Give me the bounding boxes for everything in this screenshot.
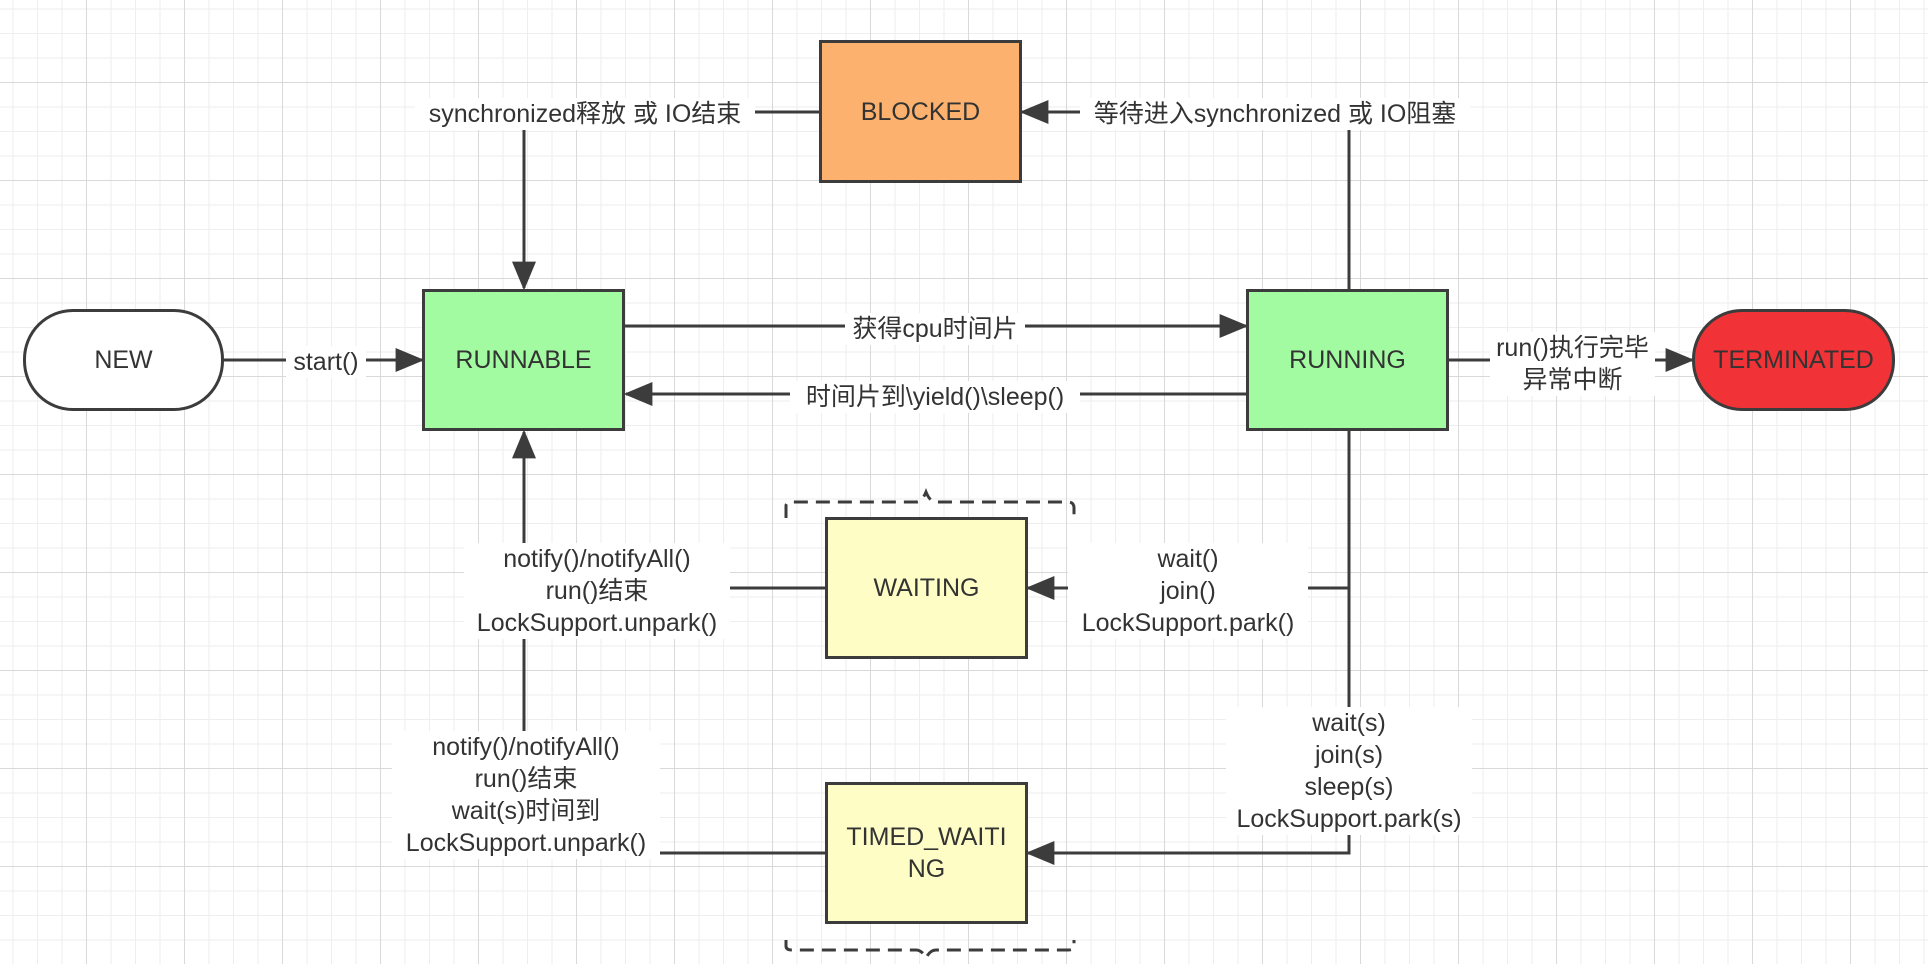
- edge-label-blocked-to-runnable: synchronized释放 或 IO结束: [415, 98, 755, 130]
- state-new: NEW: [23, 309, 224, 411]
- state-terminated: TERMINATED: [1692, 309, 1895, 411]
- state-blocked: BLOCKED: [819, 40, 1022, 183]
- waiting-group-brace: [784, 487, 1076, 518]
- timed-waiting-group-brace: [784, 940, 1076, 962]
- edge-blocked-to-runnable: [512, 110, 819, 291]
- edge-label-timed-waiting-to-runnable: notify()/notifyAll() run()结束 wait(s)时间到 …: [392, 731, 660, 859]
- edge-label-waiting-to-runnable: notify()/notifyAll() run()结束 LockSupport…: [464, 543, 730, 639]
- edge-running-to-timed-waiting: [1025, 588, 1351, 865]
- state-timed-waiting: TIMED_WAITING: [825, 782, 1028, 924]
- edge-label-start: start(): [286, 346, 366, 378]
- edge-label-running-to-waiting: wait() join() LockSupport.park(): [1068, 543, 1308, 639]
- state-running: RUNNING: [1246, 289, 1449, 431]
- edge-running-to-blocked: [1019, 100, 1351, 290]
- edge-label-running-to-runnable: 时间片到\yield()\sleep(): [790, 381, 1080, 413]
- edge-label-runnable-to-running: 获得cpu时间片: [845, 313, 1025, 345]
- edge-label-running-to-blocked: 等待进入synchronized 或 IO阻塞: [1080, 98, 1470, 130]
- edge-label-running-to-terminated: run()执行完毕 异常中断: [1490, 332, 1655, 396]
- edge-label-running-to-timed-waiting: wait(s) join(s) sleep(s) LockSupport.par…: [1226, 707, 1472, 835]
- state-waiting: WAITING: [825, 517, 1028, 659]
- state-runnable: RUNNABLE: [422, 289, 625, 431]
